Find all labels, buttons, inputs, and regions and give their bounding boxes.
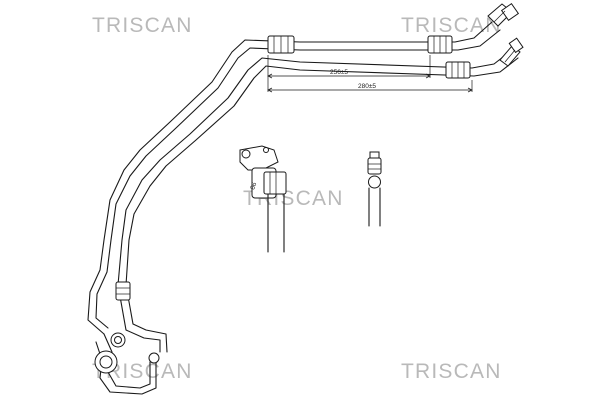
dimension-upper-label: 256±5	[330, 69, 348, 76]
dimension-upper: 256±5	[267, 55, 431, 92]
dimension-lower-label: 280±5	[358, 83, 376, 90]
crimp-sleeve-top-left	[267, 35, 295, 54]
crimp-sleeve-lower-right	[445, 61, 471, 79]
fitting-bottom-small	[148, 352, 160, 364]
fitting-bottom-round	[94, 332, 126, 374]
watermark-bottom-right: TRISCAN	[401, 360, 502, 383]
crimp-sleeve-top-right	[427, 35, 453, 54]
crimp-sleeve-mid	[115, 281, 131, 301]
detail-straight-fitting	[367, 151, 382, 227]
detail-bracket-label: 86	[249, 181, 258, 191]
watermark-top-left: TRISCAN	[92, 14, 193, 37]
fitting-upper-end	[487, 2, 520, 27]
dimension-lower: 280±5	[267, 80, 473, 93]
watermark-top-right: TRISCAN	[401, 14, 502, 37]
detail-bracket-fitting: 86	[239, 145, 287, 253]
fitting-lower-end	[499, 37, 524, 67]
